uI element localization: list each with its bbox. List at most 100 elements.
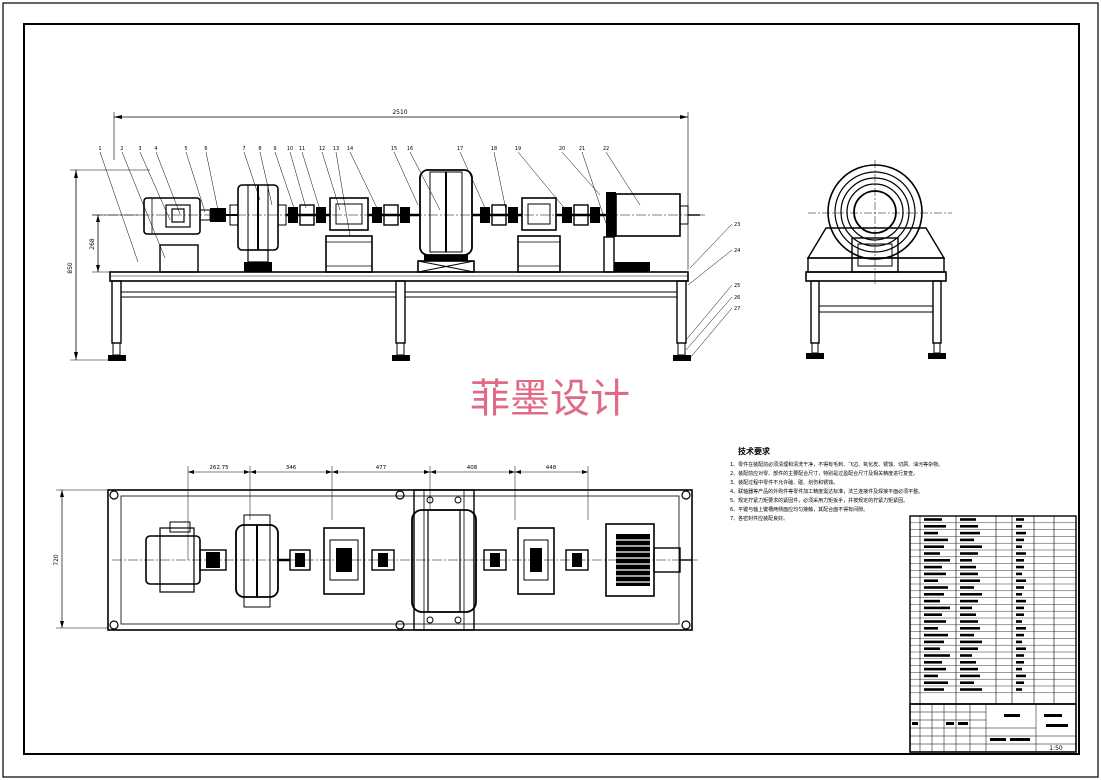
parts-list-cell: [1016, 593, 1022, 596]
parts-list-cell: [960, 620, 978, 623]
top-view: 262.75 346 477 408 448 720: [53, 465, 700, 631]
parts-list-cell: [960, 688, 982, 691]
parts-list-cell: [1016, 688, 1022, 691]
dim-height-total: 850: [67, 262, 74, 274]
parts-list-cell: [1016, 606, 1024, 610]
part-number: 22: [603, 146, 609, 152]
part-number: 19: [515, 146, 521, 152]
parts-list-cell: [924, 572, 946, 576]
parts-list-cell: [1016, 674, 1026, 678]
scale-label: 1:50: [1049, 745, 1063, 752]
tech-req-item: 5、规定拧紧力矩要求的紧固件，必须采用力矩扳手，并按规定的拧紧力矩紧固。: [730, 497, 908, 504]
part-number: 18: [491, 146, 497, 152]
front-view: 2510 850 268: [67, 109, 740, 361]
parts-list: [909, 515, 1077, 705]
dim-width: 720: [53, 554, 60, 566]
part-number: 9: [273, 146, 276, 152]
part-number: 25: [734, 283, 740, 289]
part-number: 15: [391, 146, 397, 152]
parts-list-cell: [960, 565, 976, 569]
parts-list-cell: [960, 599, 978, 603]
parts-list-cell: [1016, 661, 1024, 664]
parts-list-cell: [960, 518, 976, 521]
parts-list-cell: [960, 681, 974, 684]
parts-list-cell: [924, 681, 948, 684]
part-number: 23: [734, 222, 740, 228]
parts-list-cell: [960, 640, 982, 644]
parts-list-cell: [960, 593, 982, 596]
parts-list-cell: [924, 552, 940, 555]
parts-list-cell: [924, 559, 950, 562]
part-number: 2: [120, 146, 123, 152]
parts-list-cell: [960, 606, 972, 610]
parts-list-cell: [924, 545, 944, 548]
part-numbers-right: 23 24 25 26 27: [734, 222, 740, 312]
parts-list-cell: [1016, 525, 1022, 528]
part-number: 13: [333, 146, 339, 152]
part-numbers-top: 1 2 3 4 5 6 7 8 9 10 11 12 13 14 15 16 1…: [98, 146, 609, 152]
parts-list-cell: [960, 552, 978, 555]
parts-list-cell: [960, 579, 980, 582]
parts-list-cell: [960, 525, 978, 528]
parts-list-cell: [924, 647, 940, 650]
tech-req-item: 7、各密封件应装配良好。: [730, 515, 788, 522]
part-number: 14: [347, 146, 353, 152]
parts-list-cell: [960, 613, 976, 616]
dim-chain-value: 408: [467, 465, 478, 471]
parts-list-cell: [960, 538, 974, 542]
parts-list-cell: [924, 654, 950, 657]
parts-list-cell: [924, 606, 950, 610]
parts-list-cell: [1016, 565, 1024, 569]
parts-list-cell: [1016, 681, 1024, 684]
parts-list-cell: [1016, 640, 1022, 644]
tech-req-item: 1、零件在装配前必须清理和清洗干净，不得有毛刺、飞边、氧化皮、锈蚀、切屑、油污等…: [730, 461, 943, 468]
parts-list-cell: [924, 518, 942, 521]
parts-list-cell: [924, 661, 942, 664]
part-number: 20: [559, 146, 565, 152]
part-number: 3: [138, 146, 141, 152]
parts-list-cell: [1016, 620, 1022, 623]
parts-list-cell: [1016, 667, 1022, 671]
parts-list-cell: [924, 627, 938, 630]
part-number: 11: [299, 146, 305, 152]
parts-list-cell: [924, 640, 944, 644]
parts-list-cell: [1016, 531, 1026, 535]
part-number: 6: [204, 146, 207, 152]
dim-chain-value: 346: [286, 465, 297, 471]
parts-list-cell: [960, 559, 972, 562]
parts-list-cell: [1016, 633, 1024, 637]
parts-list-cell: [924, 599, 940, 603]
parts-list-cell: [924, 593, 944, 596]
parts-list-cell: [960, 633, 974, 637]
part-number: 8: [258, 146, 261, 152]
parts-list-cell: [924, 667, 946, 671]
parts-list-cell: [924, 620, 946, 623]
part-number: 4: [154, 146, 157, 152]
parts-list-cell: [960, 627, 980, 630]
parts-list-cell: [924, 688, 944, 691]
parts-list-cell: [960, 674, 980, 678]
tech-req-item: 2、装配前应对零、部件的主要配合尺寸，特别是过盈配合尺寸及相关精度进行复查。: [730, 470, 918, 477]
parts-list-cell: [1016, 599, 1026, 603]
parts-list-cell: [960, 647, 978, 650]
parts-list-cell: [924, 531, 938, 535]
tech-req-item: 3、装配过程中零件不允许磕、碰、划伤和锈蚀。: [730, 479, 838, 486]
part-number: 5: [184, 146, 187, 152]
parts-list-cell: [924, 613, 942, 616]
parts-list-cell: [960, 586, 974, 589]
parts-list-cell: [960, 572, 978, 576]
part-number: 12: [319, 146, 325, 152]
parts-list-cell: [924, 586, 948, 589]
parts-list-cell: [924, 565, 942, 569]
parts-list-cell: [1016, 647, 1026, 650]
tech-req-item: 6、平键与轴上键槽两侧面应均匀接触，其配合面不得有间隙。: [730, 506, 868, 513]
part-number: 17: [457, 146, 463, 152]
dim-height-shaft: 268: [89, 238, 96, 250]
parts-list-cell: [1016, 613, 1024, 616]
dim-chain-value: 477: [376, 465, 387, 471]
part-number: 24: [734, 248, 740, 254]
side-view: [805, 160, 952, 359]
inner-border: [23, 23, 1080, 755]
